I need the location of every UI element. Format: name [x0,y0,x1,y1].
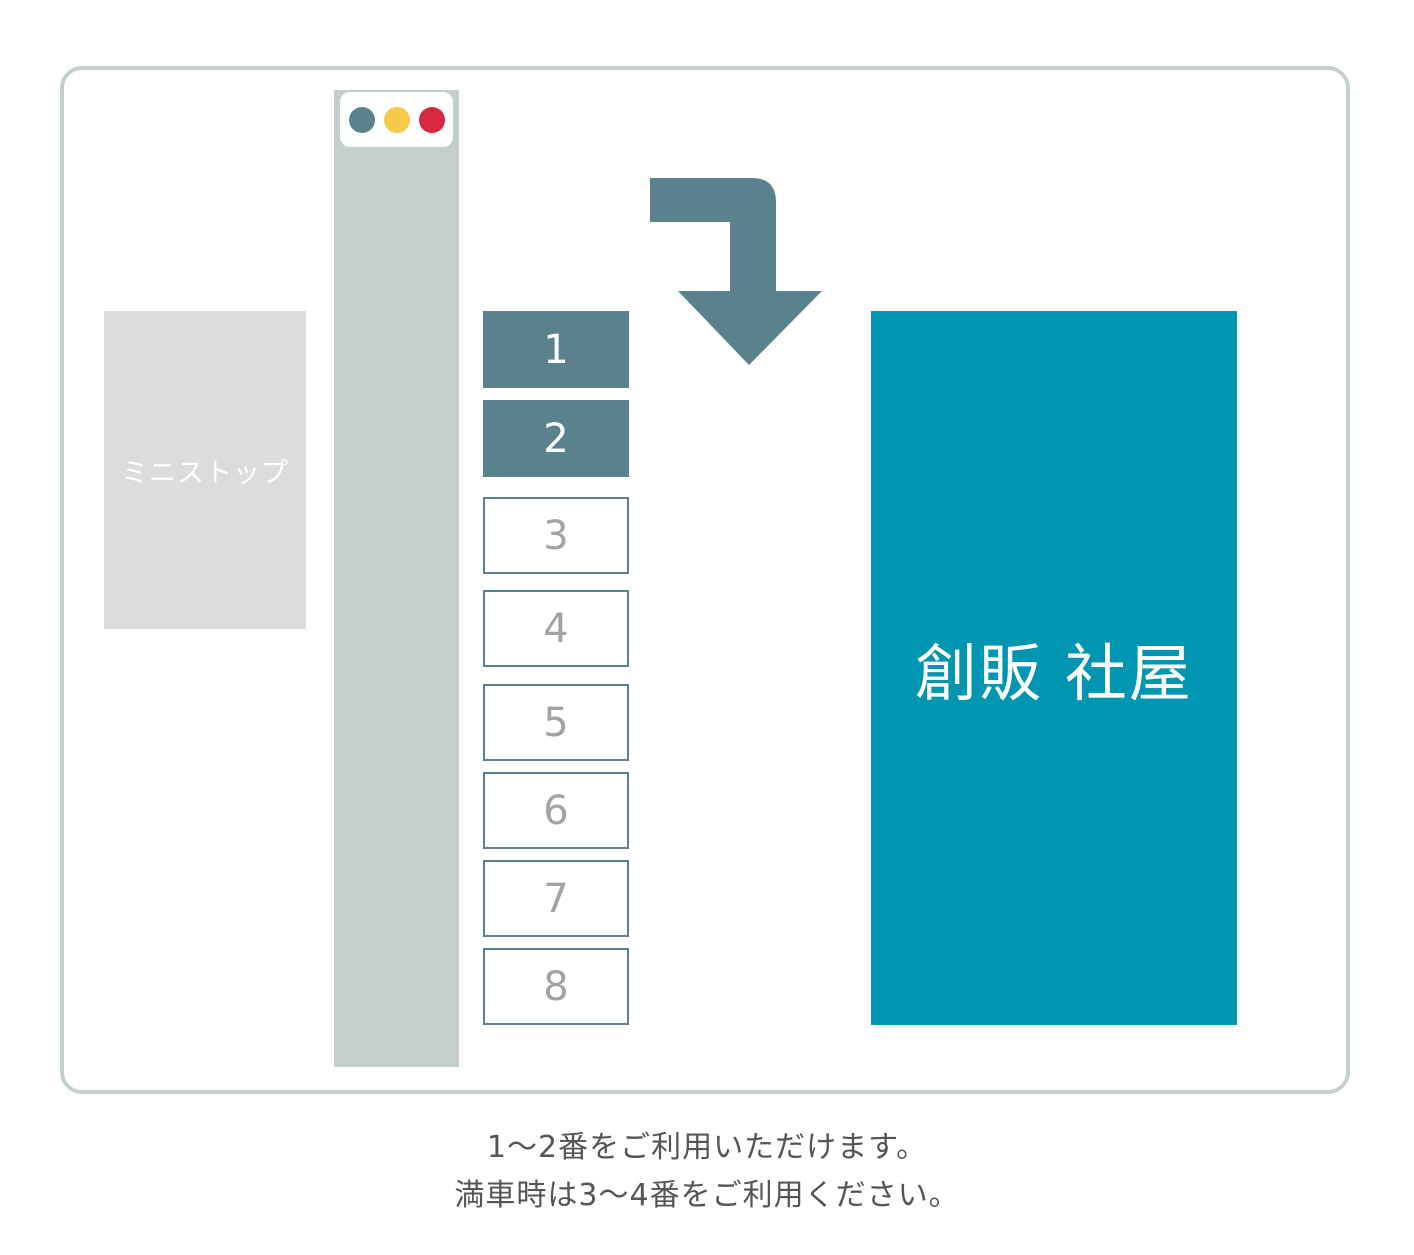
signal-lamp-icon [383,106,410,133]
traffic-signal [340,92,453,147]
slot-number: 8 [543,963,569,1010]
signal-lamp-icon [418,106,445,133]
slot-number: 7 [543,875,569,922]
parking-slot: 1 [483,311,629,388]
parking-slot: 2 [483,400,629,477]
slot-number: 4 [543,605,569,652]
road [334,90,459,1067]
turn-arrow-icon [650,178,822,365]
store-label: ミニストップ [121,457,289,489]
parking-slot: 8 [483,948,629,1025]
ministop-store: ミニストップ [104,311,306,629]
slot-number: 6 [543,787,569,834]
parking-slot: 6 [483,772,629,849]
company-building: 創販 社屋 [871,311,1237,1025]
parking-slot: 7 [483,860,629,937]
parking-slot: 3 [483,497,629,574]
slot-number: 1 [543,326,569,373]
signal-lamp-icon [348,106,375,133]
slot-number: 3 [543,512,569,559]
slot-number: 5 [543,699,569,746]
parking-slot: 5 [483,684,629,761]
note-line-2: 満車時は3～4番をご利用ください。 [454,1178,960,1213]
note-line-1: 1～2番をご利用いただけます。 [486,1130,928,1165]
parking-slot: 4 [483,590,629,667]
building-label: 創販 社屋 [915,637,1193,710]
slot-number: 2 [543,415,569,462]
